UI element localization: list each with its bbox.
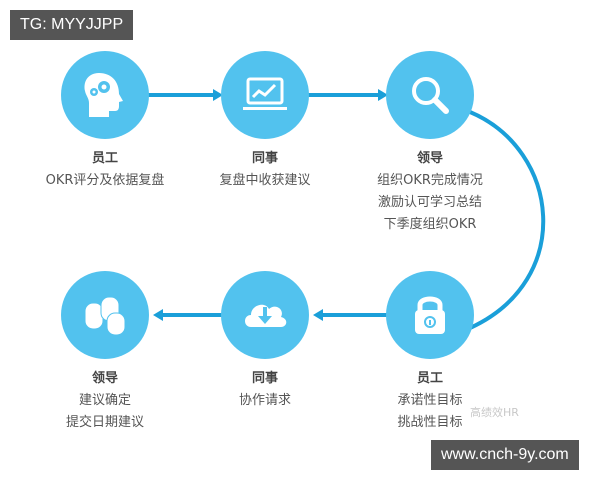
head-gears-icon — [84, 73, 123, 117]
padlock-icon — [415, 296, 445, 334]
step-2-label: 同事 复盘中收获建议 — [219, 151, 311, 188]
cloud-download-icon — [245, 304, 287, 327]
magnifier-icon — [412, 77, 449, 114]
step-3-label: 领导 组织OKR完成情况 激励认可学习总结 下季度组织OKR — [377, 151, 483, 232]
step-colleague-review — [221, 51, 309, 139]
watermark-top-left: TG: MYYJJPP — [10, 10, 134, 40]
coins-icon — [84, 296, 126, 336]
arrow-head-3 — [313, 309, 323, 321]
step-leader-summary — [386, 51, 474, 139]
step-employee-goals — [386, 271, 474, 359]
step-6-label: 领导 建议确定 提交日期建议 — [65, 371, 144, 430]
arrow-head-1 — [213, 89, 223, 101]
laptop-chart-icon — [243, 77, 287, 110]
step-employee-okr-review — [61, 51, 149, 139]
step-4-label: 员工 承诺性目标 挑战性目标 — [397, 371, 463, 430]
credit-text: 高绩效HR — [470, 406, 519, 419]
arrow-head-4 — [153, 309, 163, 321]
arrow-head-2 — [378, 89, 388, 101]
watermark-bottom-right: www.cnch-9y.com — [431, 440, 579, 470]
step-1-label: 员工 OKR评分及依据复盘 — [45, 151, 165, 188]
step-leader-confirm — [61, 271, 149, 359]
step-colleague-request — [221, 271, 309, 359]
step-5-label: 同事 协作请求 — [238, 371, 291, 408]
